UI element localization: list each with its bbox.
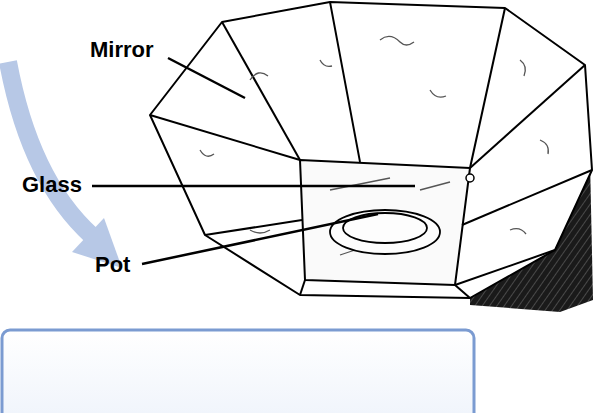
part-label: Pot — [95, 253, 130, 277]
part-label: Mirror — [90, 38, 154, 62]
cooker-body — [150, 2, 592, 298]
reflection-marks — [200, 36, 548, 255]
latch — [466, 174, 474, 182]
pot — [330, 210, 440, 254]
curved-arrow — [8, 62, 92, 236]
text-panel — [2, 330, 474, 413]
leader-lines — [92, 58, 415, 264]
part-label: Glass — [22, 173, 82, 197]
